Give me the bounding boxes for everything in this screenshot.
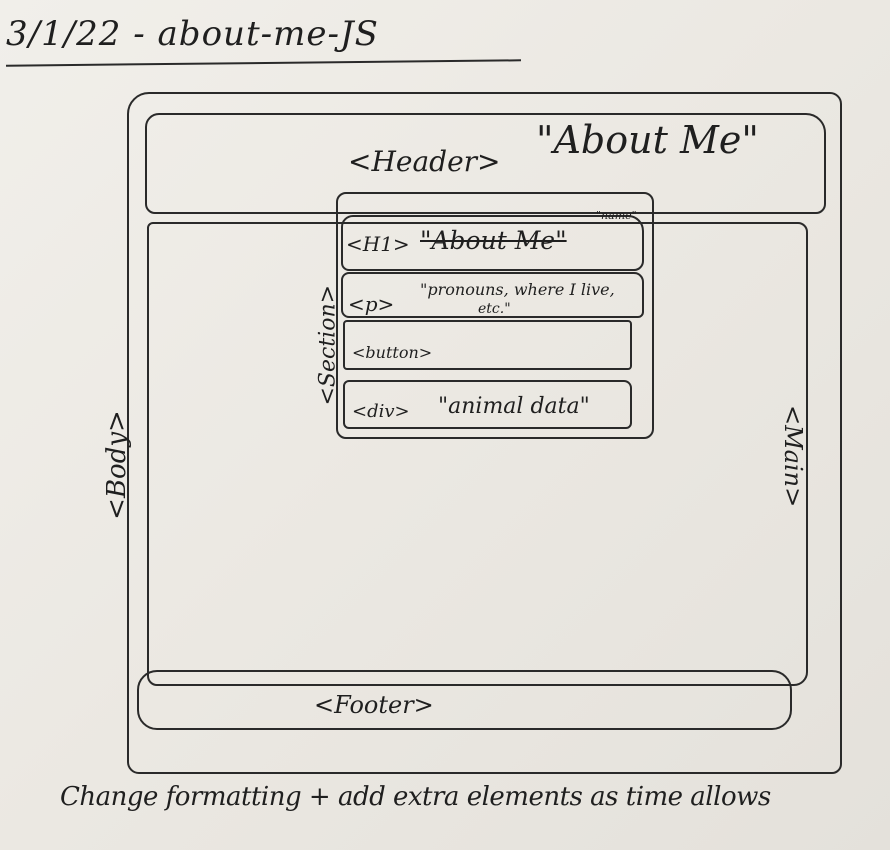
header-tag: <Header> bbox=[348, 145, 501, 178]
p-text-2: etc." bbox=[478, 301, 511, 317]
main-box bbox=[147, 222, 808, 686]
p-row bbox=[341, 272, 644, 318]
button-tag: <button> bbox=[352, 343, 433, 362]
footnote: Change formatting + add extra elements a… bbox=[60, 782, 771, 812]
div-tag: <div> bbox=[352, 401, 410, 422]
body-box bbox=[127, 92, 842, 774]
header-box bbox=[145, 113, 826, 214]
section-label: <Section> bbox=[315, 284, 341, 406]
div-row bbox=[343, 380, 632, 429]
p-text-1: "pronouns, where I live, bbox=[420, 280, 615, 299]
footer-box bbox=[137, 670, 792, 730]
page-title: 3/1/22 - about-me-JS bbox=[6, 14, 379, 54]
div-text: "animal data" bbox=[438, 394, 590, 419]
header-text: "About Me" bbox=[536, 118, 759, 162]
section-box bbox=[336, 192, 654, 439]
title-underline bbox=[6, 59, 521, 67]
h1-text: "About Me" bbox=[420, 226, 567, 255]
footer-tag: <Footer> bbox=[314, 691, 434, 719]
body-label: <Body> bbox=[102, 410, 132, 520]
h1-tag: <H1> bbox=[346, 232, 410, 256]
h1-note: "name" bbox=[596, 209, 637, 222]
h1-row bbox=[341, 215, 644, 271]
main-label: <Main> bbox=[779, 405, 807, 508]
button-row bbox=[343, 320, 632, 370]
p-tag: <p> bbox=[348, 292, 395, 316]
